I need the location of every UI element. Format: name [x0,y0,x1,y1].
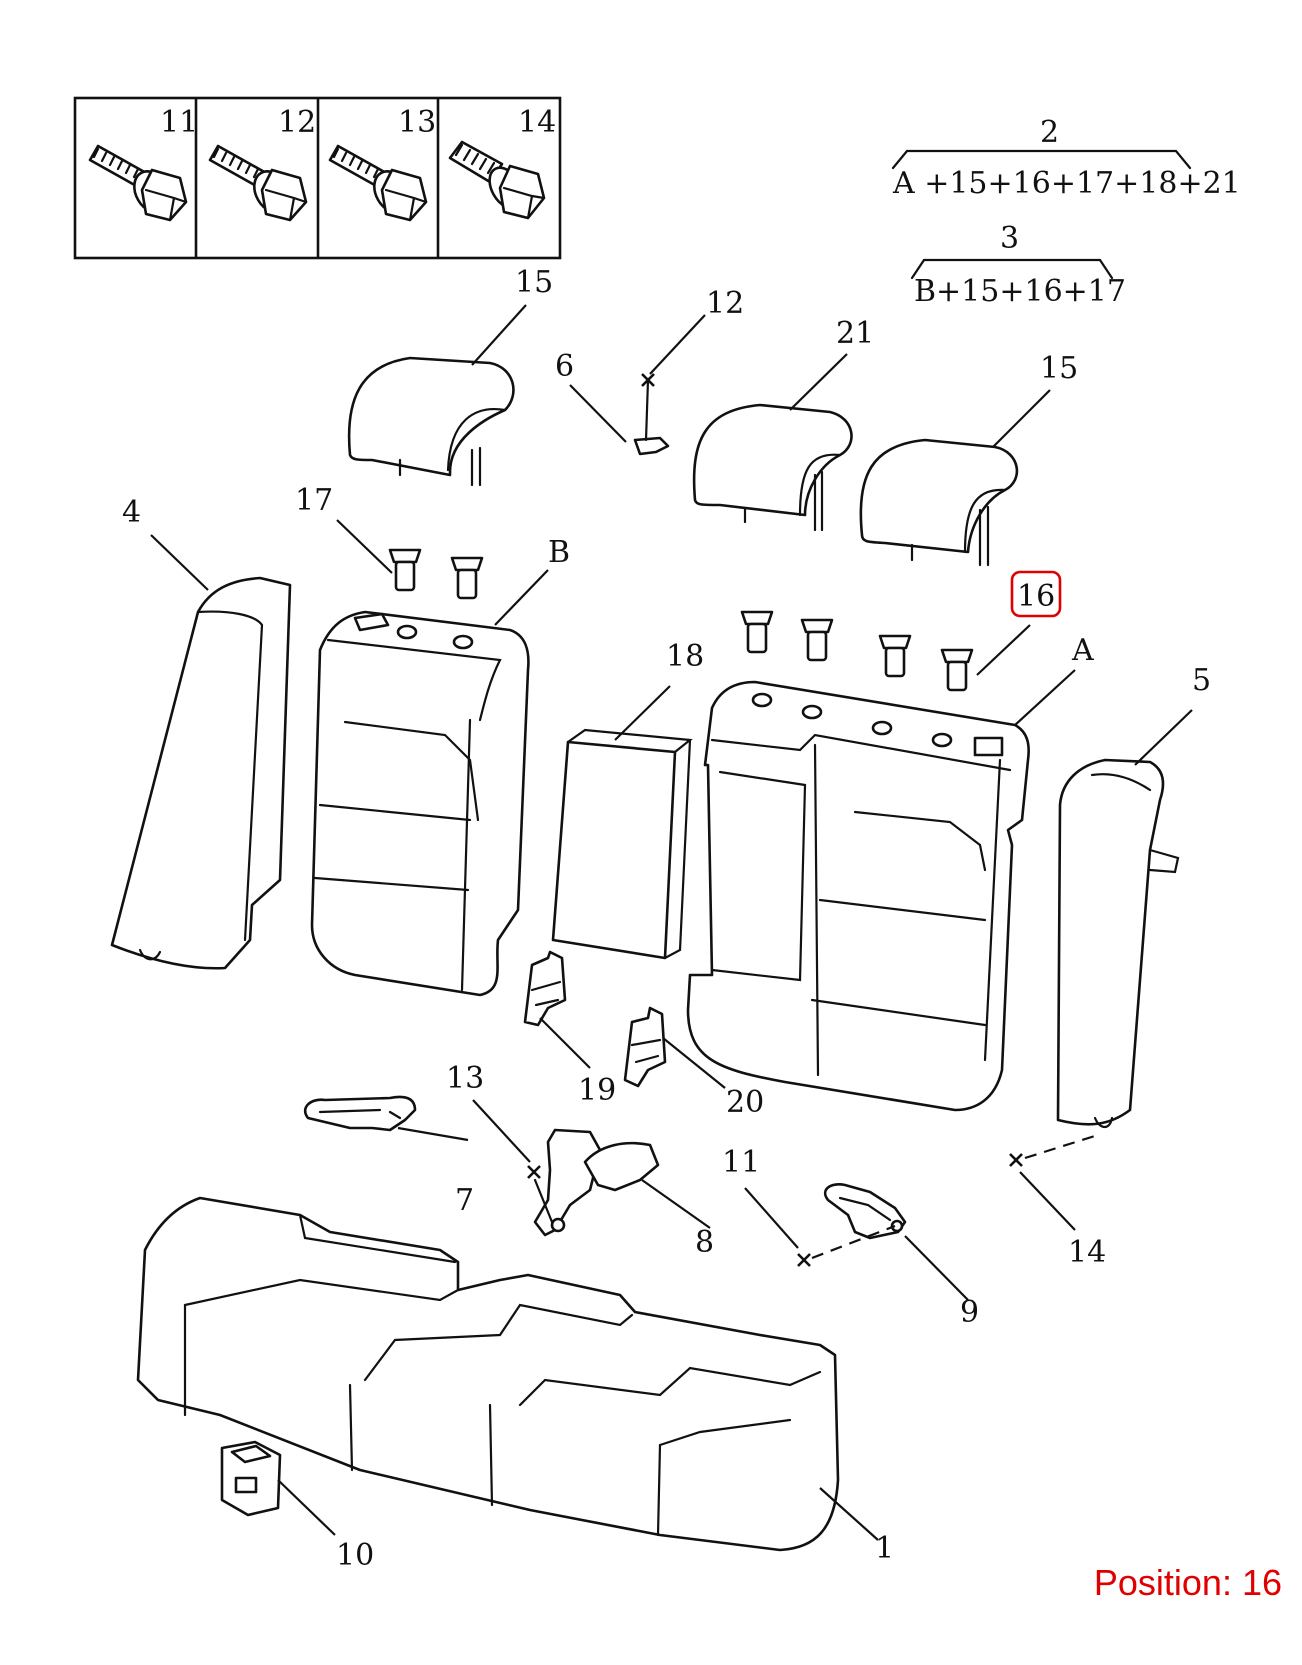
seat-back-b[interactable] [310,610,530,997]
callout-14: 14 [1068,1235,1106,1270]
bracket-6[interactable] [633,378,670,456]
callout-21: 21 [836,316,874,351]
fastener-box: 11 12 13 14 [73,96,562,260]
bolt-12-icon [208,144,308,222]
kit-3: 3 B+15+16+17 [910,221,1126,309]
kit-2-label: 2 [1040,115,1059,150]
callout-13: 13 [446,1061,484,1096]
callout-7: 7 [455,1183,474,1218]
buckle-10[interactable] [220,1440,282,1517]
bolt-11-icon [88,144,188,222]
callout-16[interactable]: 16 [1017,579,1055,614]
callout-12: 12 [706,286,744,321]
headrest-21[interactable] [692,403,853,532]
kit-2-formula: A +15+16+17+18+21 [892,166,1241,201]
kit-2: 2 A +15+16+17+18+21 [891,115,1241,201]
kit-3-formula: B+15+16+17 [914,274,1126,309]
callout-5: 5 [1192,663,1211,698]
callout-6: 6 [555,349,574,384]
callout-labels: 15 6 12 21 15 4 17 B 16 A 5 18 19 20 13 … [122,265,1211,1573]
callout-b: B [548,535,570,570]
callout-1: 1 [875,1531,894,1566]
callout-8: 8 [695,1225,714,1260]
hinge-bracket-7[interactable] [303,1095,417,1132]
callout-10: 10 [336,1538,374,1573]
callout-11: 11 [722,1145,760,1180]
latch-bracket-20[interactable] [623,1006,667,1088]
box-label-12: 12 [278,105,316,140]
callout-a: A [1071,633,1094,668]
box-label-13: 13 [398,105,436,140]
seat-back-a[interactable] [686,680,1030,1112]
bolt-13-icon [328,144,428,222]
hinge-bracket-9[interactable] [823,1183,907,1240]
headrest-15-right[interactable] [859,438,1019,567]
latch-bracket-19[interactable] [523,950,567,1027]
cushion-18[interactable] [551,728,693,960]
callout-18: 18 [666,639,704,674]
kit-3-label: 3 [1000,221,1019,256]
callout-19: 19 [578,1073,616,1108]
guide-sleeves-17[interactable] [388,548,484,600]
position-label: Position: 16 [1093,1562,1282,1603]
callout-20: 20 [726,1085,764,1120]
guide-sleeves-16[interactable] [740,610,974,692]
box-label-11: 11 [160,105,198,140]
callout-17: 17 [295,483,333,518]
headrest-15-left[interactable] [347,356,515,487]
seat-cushion-1[interactable] [136,1196,840,1552]
callout-15-left: 15 [515,265,553,300]
leader-lines [150,304,1193,1541]
box-label-14: 14 [518,105,556,140]
bolt-14-icon [448,140,546,220]
hinge-bracket-8[interactable] [533,1128,660,1237]
bolt-marks [527,373,1099,1267]
callout-16-highlight-box [1010,570,1062,618]
callout-15-right: 15 [1040,351,1078,386]
callout-9: 9 [960,1295,979,1330]
side-bolster-4[interactable] [110,576,292,970]
callout-4: 4 [122,495,141,530]
side-bolster-5[interactable] [1056,758,1180,1129]
